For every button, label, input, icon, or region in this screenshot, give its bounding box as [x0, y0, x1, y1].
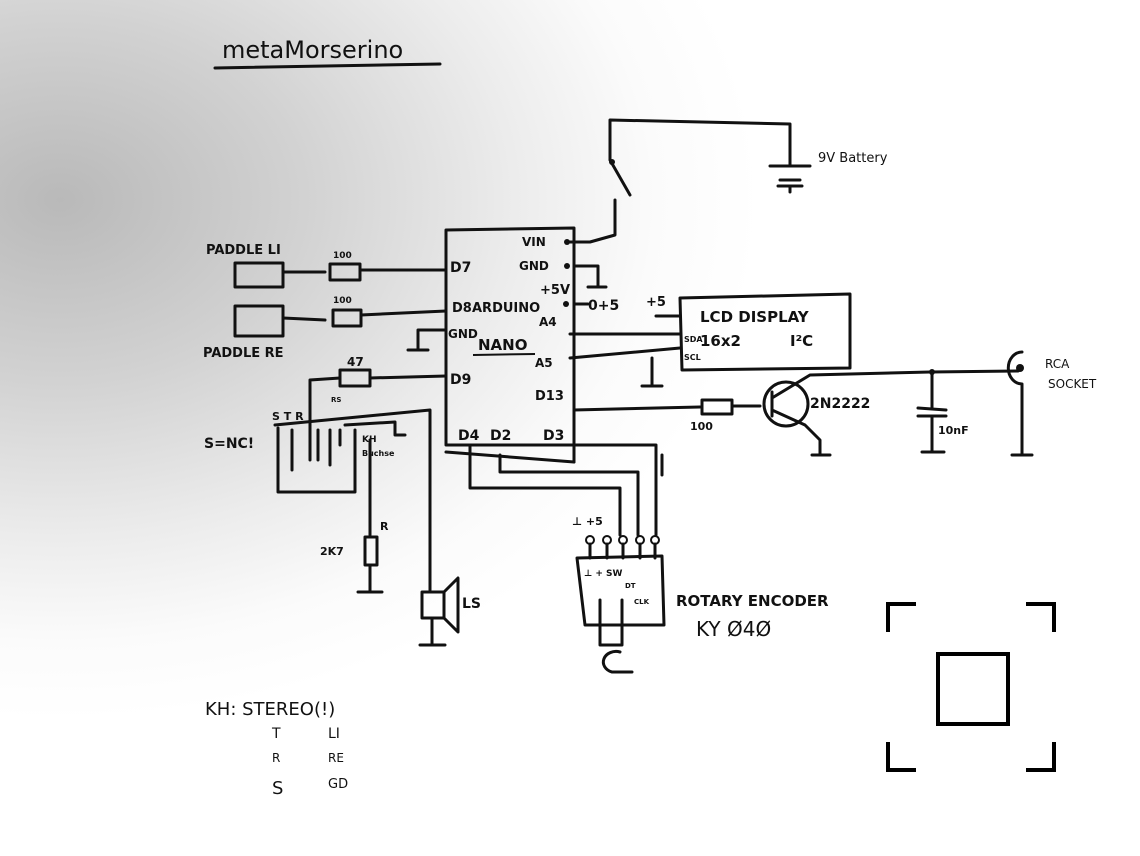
schematic-label: Buchse — [362, 449, 395, 458]
schematic-label: A5 — [535, 356, 553, 370]
schematic-label: LS — [462, 596, 481, 612]
schematic-label: PADDLE RE — [203, 346, 284, 361]
schematic-label: S — [272, 778, 283, 799]
battery-label: 9V Battery — [818, 151, 888, 166]
scan-target-square — [936, 652, 1010, 726]
schematic-label: 100 — [333, 251, 352, 261]
schematic-label: NANO — [478, 336, 527, 354]
schematic-label: LI — [328, 726, 340, 742]
schematic-label: ⊥ +5 — [572, 515, 603, 528]
schematic-label: A4 — [539, 315, 557, 329]
corner-bottom-right — [1026, 742, 1056, 772]
audio-output-stage: 100 2N2222 10nF RCA SOCKET — [572, 350, 1097, 457]
schematic-label: R — [272, 751, 280, 765]
schematic-label: RCA — [1045, 357, 1070, 371]
schematic-label: GND — [448, 327, 478, 341]
schematic-label: LCD DISPLAY — [700, 308, 810, 326]
schematic-label: DT — [625, 582, 636, 590]
schematic-label: ROTARY ENCODER — [676, 592, 829, 610]
title-underline — [213, 62, 442, 70]
schematic-label: 10nF — [938, 424, 969, 437]
arduino-nano: VIN GND +5V D8 ARDUINO A4 GND NANO A5 D7… — [406, 226, 619, 464]
schematic-label: KY Ø4Ø — [696, 617, 771, 641]
rotary-encoder: ⊥ +5 ⊥ + SW DT CLK ROTARY ENCODER KY Ø4Ø — [468, 443, 829, 674]
schematic-label: D13 — [535, 389, 564, 404]
schematic-label: 100 — [333, 296, 352, 306]
paddle-inputs: PADDLE LI 100 100 PADDLE RE — [203, 243, 448, 361]
schematic-label: D4 — [458, 428, 480, 444]
schematic-label: SCL — [684, 353, 701, 362]
schematic-label: KH: STEREO(!) — [205, 699, 335, 720]
schematic-label: ARDUINO — [472, 301, 540, 316]
schematic-label: D8 — [452, 301, 472, 316]
schematic-label: D3 — [543, 428, 564, 444]
battery-switch-circuit: 9V Battery — [566, 118, 888, 244]
schematic-label: GD — [328, 777, 348, 792]
schematic-label: S=NC! — [204, 436, 254, 452]
schematic-label: ⊥ + SW — [584, 569, 623, 579]
schematic-label: 16x2 — [700, 332, 741, 350]
corner-top-right — [1026, 602, 1056, 632]
sync-headphone-speaker: 47 S T R RS S=NC! KH Buchse R 2K7 LS — [204, 355, 481, 647]
stereo-notes: KH: STEREO(!) T LI R RE S GD — [205, 699, 348, 799]
schematic-label: T — [271, 726, 281, 742]
schematic-label: D7 — [450, 260, 471, 276]
schematic-label: D2 — [490, 428, 511, 444]
schematic-label: RS — [331, 396, 341, 404]
schematic-label: 2N2222 — [810, 396, 870, 412]
schematic-label: 0+5 — [588, 298, 619, 314]
schematic-label: VIN — [522, 235, 546, 249]
schematic-label: CLK — [634, 598, 650, 606]
schematic-label: S T R — [272, 410, 304, 423]
schematic-label: R — [380, 520, 389, 533]
schematic-label: 47 — [347, 355, 364, 369]
schematic-label: PADDLE LI — [206, 243, 281, 258]
schematic-label: I²C — [790, 332, 813, 350]
schematic-label: 2K7 — [320, 545, 344, 558]
schematic-label: +5 — [646, 295, 666, 310]
schematic-label: 100 — [690, 420, 713, 433]
schematic-label: GND — [519, 259, 549, 273]
corner-bottom-left — [886, 742, 916, 772]
schematic-label: D9 — [450, 372, 471, 388]
schematic-title: metaMorserino — [222, 36, 403, 64]
scan-viewfinder-icon[interactable] — [886, 602, 1056, 772]
schematic-label: SOCKET — [1048, 377, 1097, 391]
schematic-label: RE — [328, 751, 344, 765]
lcd-display: +5 LCD DISPLAY SDA 16x2 I²C SCL — [568, 292, 852, 388]
schematic-label: +5V — [540, 283, 570, 298]
corner-top-left — [886, 602, 916, 632]
schematic-label: SDA — [684, 335, 703, 344]
